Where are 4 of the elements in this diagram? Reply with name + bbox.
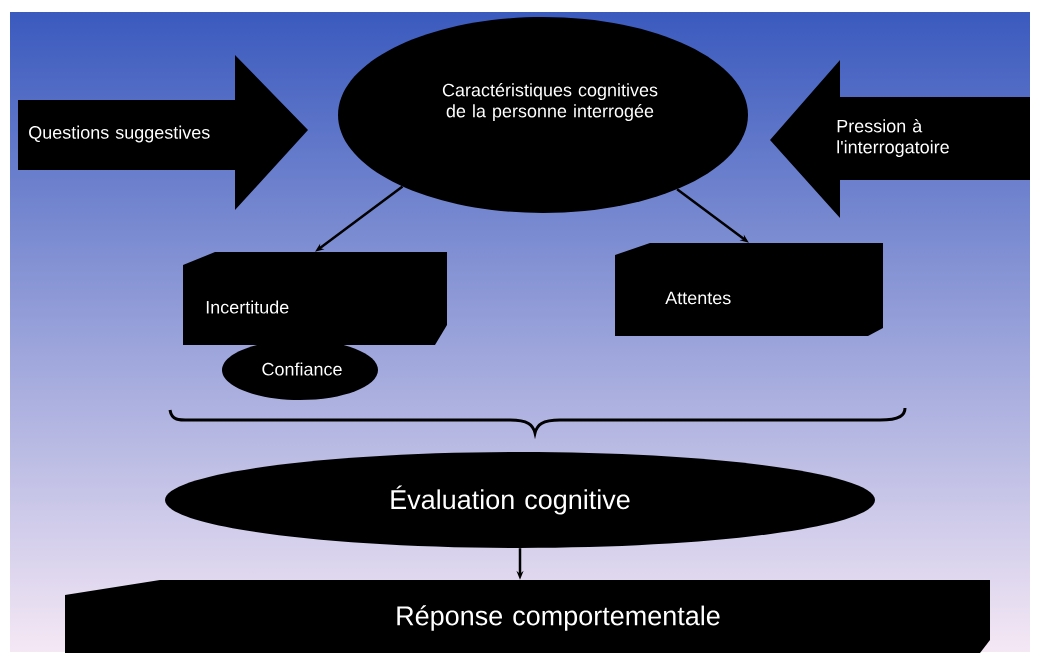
- arrow: [676, 188, 749, 243]
- node-label: Confiance: [262, 362, 342, 376]
- process-box: Attentes: [615, 243, 883, 336]
- arrow: [315, 185, 404, 252]
